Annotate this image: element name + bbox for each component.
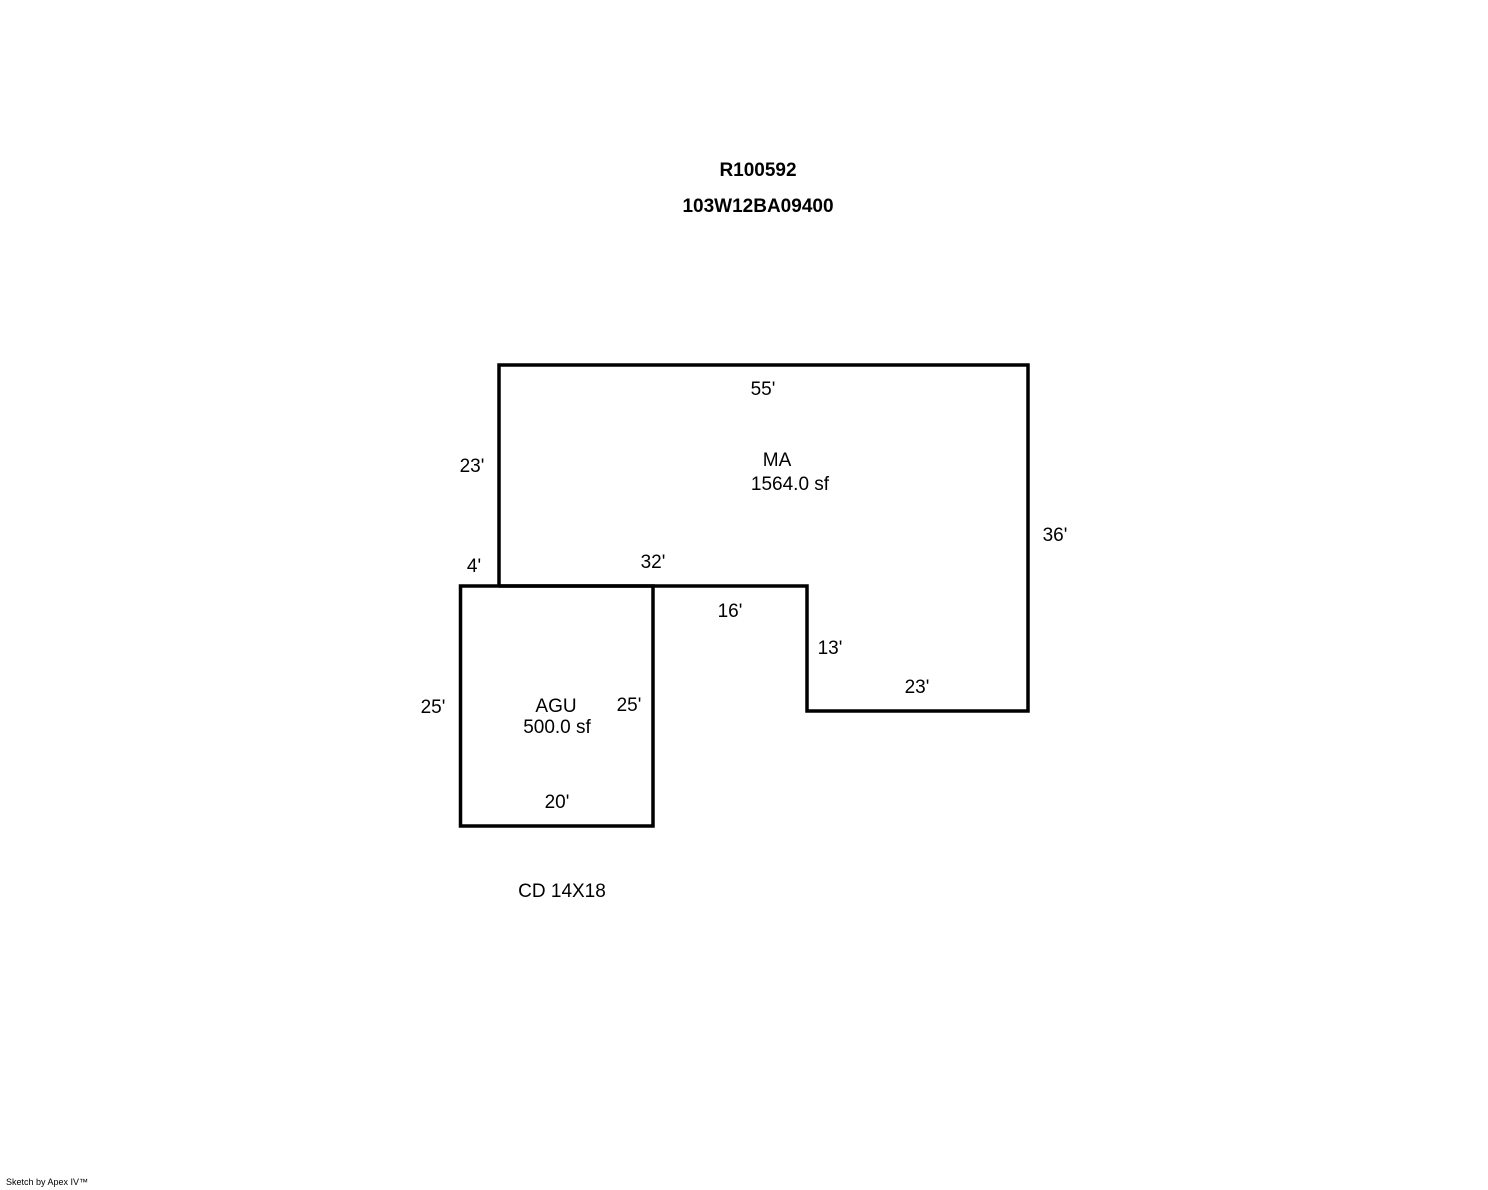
note-cd: CD 14X18 bbox=[518, 881, 606, 902]
dim-agu-left: 25' bbox=[421, 697, 446, 718]
map-tax-lot: 103W12BA09400 bbox=[682, 196, 834, 217]
ma-area-value: 1564.0 sf bbox=[751, 474, 830, 495]
parcel-id: R100592 bbox=[719, 160, 797, 181]
dim-ma-top: 55' bbox=[751, 379, 776, 400]
agu-outline bbox=[458, 584, 655, 828]
dim-ma-notch-side: 13' bbox=[818, 638, 843, 659]
dim-ma-step-mid: 32' bbox=[641, 552, 666, 573]
footer-credit: Sketch by Apex IV™ bbox=[6, 1177, 89, 1187]
ma-outline bbox=[497, 363, 1030, 713]
ma-area-code: MA bbox=[763, 450, 792, 471]
dim-agu-right: 25' bbox=[617, 695, 642, 716]
dim-ma-left: 23' bbox=[460, 456, 485, 477]
dim-ma-step-left: 4' bbox=[467, 556, 481, 577]
dim-agu-bottom: 20' bbox=[545, 792, 570, 813]
agu-area-value: 500.0 sf bbox=[523, 717, 591, 738]
agu-area-code: AGU bbox=[535, 696, 576, 717]
dim-ma-right: 36' bbox=[1043, 525, 1068, 546]
dim-ma-bottom: 23' bbox=[905, 677, 930, 698]
dim-ma-notch-top: 16' bbox=[718, 601, 743, 622]
